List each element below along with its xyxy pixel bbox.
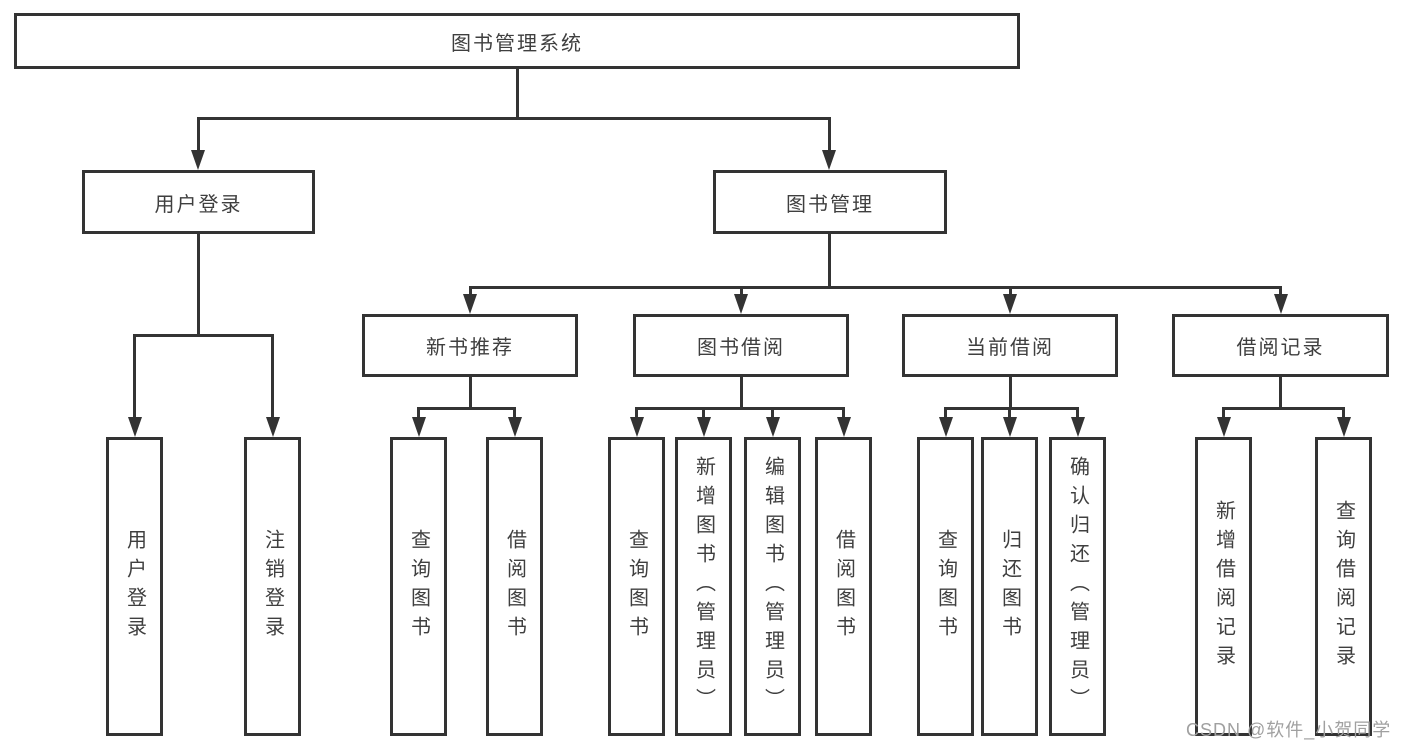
- node-label: 编辑图书（管理员）: [761, 456, 784, 717]
- arrowhead-icon: [507, 417, 522, 437]
- connector-line: [1076, 407, 1079, 417]
- connector-line: [739, 286, 743, 294]
- node-label: 新增借阅记录: [1212, 499, 1235, 674]
- node-label: 图书管理系统: [451, 32, 583, 55]
- connector-line: [196, 117, 200, 150]
- connector-line: [1222, 407, 1345, 410]
- arrowhead-icon: [938, 417, 953, 437]
- arrowhead-icon: [463, 294, 477, 314]
- connector-line: [271, 334, 274, 417]
- node-label: 新增图书（管理员）: [692, 456, 715, 717]
- connector-line: [1222, 407, 1225, 417]
- connector-line: [842, 407, 845, 417]
- connector-line: [133, 334, 136, 417]
- connector-line: [1008, 286, 1012, 294]
- connector-line: [635, 407, 845, 410]
- node-user-login: 用户登录: [82, 170, 315, 234]
- leaf-edit-book-admin: 编辑图书（管理员）: [744, 437, 801, 736]
- arrowhead-icon: [765, 417, 780, 437]
- node-label: 注销登录: [261, 528, 284, 645]
- connector-line: [944, 407, 1079, 410]
- node-library-management-system: 图书管理系统: [14, 13, 1020, 69]
- arrowhead-icon: [629, 417, 644, 437]
- node-label: 图书管理: [786, 193, 874, 216]
- leaf-user-login: 用户登录: [106, 437, 163, 736]
- arrowhead-icon: [127, 417, 142, 437]
- leaf-query-books-borrowing: 查询图书: [608, 437, 665, 736]
- connector-line: [196, 117, 831, 120]
- leaf-query-books-current: 查询图书: [917, 437, 974, 736]
- connector-line: [828, 234, 831, 289]
- node-label: 查询图书: [407, 528, 430, 645]
- connector-line: [702, 407, 705, 417]
- node-label: 查询图书: [625, 528, 648, 645]
- connector-line: [827, 117, 831, 150]
- connector-line: [635, 407, 638, 417]
- connector-line: [468, 377, 472, 410]
- leaf-confirm-return-admin: 确认归还（管理员）: [1049, 437, 1106, 736]
- connector-line: [417, 407, 420, 417]
- connector-line: [739, 377, 743, 410]
- connector-line: [771, 407, 774, 417]
- leaf-return-book: 归还图书: [981, 437, 1038, 736]
- connector-line: [515, 69, 519, 120]
- connector-line: [1279, 377, 1282, 410]
- node-label: 查询借阅记录: [1332, 499, 1355, 674]
- arrowhead-icon: [191, 150, 205, 170]
- connector-line: [133, 334, 274, 337]
- connector-line: [417, 407, 516, 410]
- connector-line: [1008, 377, 1012, 410]
- connector-line: [1342, 407, 1345, 417]
- connector-line: [944, 407, 947, 417]
- arrowhead-icon: [411, 417, 426, 437]
- node-label: 当前借阅: [966, 337, 1054, 359]
- node-label: 新书推荐: [426, 337, 514, 359]
- leaf-query-borrow-record: 查询借阅记录: [1315, 437, 1372, 736]
- arrowhead-icon: [1273, 294, 1288, 314]
- node-label: 借阅图书: [832, 528, 855, 645]
- arrowhead-icon: [836, 417, 851, 437]
- node-label: 借阅记录: [1236, 337, 1325, 359]
- node-label: 图书借阅: [697, 337, 785, 359]
- arrowhead-icon: [1216, 417, 1231, 437]
- node-label: 查询图书: [934, 528, 957, 645]
- node-new-book-recommendation: 新书推荐: [362, 314, 578, 377]
- node-label: 借阅图书: [503, 528, 526, 645]
- arrowhead-icon: [1070, 417, 1085, 437]
- arrowhead-icon: [265, 417, 280, 437]
- arrowhead-icon: [1003, 294, 1017, 314]
- node-label: 归还图书: [998, 528, 1021, 645]
- arrowhead-icon: [734, 294, 748, 314]
- connector-line: [513, 407, 516, 417]
- connector-line: [196, 234, 200, 337]
- leaf-add-borrow-record: 新增借阅记录: [1195, 437, 1252, 736]
- leaf-query-books-recommend: 查询图书: [390, 437, 447, 736]
- node-label: 用户登录: [154, 193, 243, 216]
- node-label: 确认归还（管理员）: [1066, 456, 1089, 717]
- connector-line: [1008, 407, 1011, 417]
- node-book-borrowing: 图书借阅: [633, 314, 849, 377]
- arrowhead-icon: [822, 150, 836, 170]
- node-book-management: 图书管理: [713, 170, 947, 234]
- leaf-logout: 注销登录: [244, 437, 301, 736]
- node-label: 用户登录: [123, 528, 146, 645]
- connector-line: [1279, 286, 1282, 294]
- connector-line: [468, 286, 472, 294]
- watermark: CSDN @软件_小贺同学: [1186, 720, 1392, 740]
- arrowhead-icon: [1336, 417, 1351, 437]
- leaf-borrow-books-recommend: 借阅图书: [486, 437, 543, 736]
- leaf-borrow-books-borrowing: 借阅图书: [815, 437, 872, 736]
- arrowhead-icon: [696, 417, 711, 437]
- leaf-add-book-admin: 新增图书（管理员）: [675, 437, 732, 736]
- node-current-borrowing: 当前借阅: [902, 314, 1118, 377]
- arrowhead-icon: [1002, 417, 1017, 437]
- connector-line: [468, 286, 1282, 289]
- node-borrowing-records: 借阅记录: [1172, 314, 1389, 377]
